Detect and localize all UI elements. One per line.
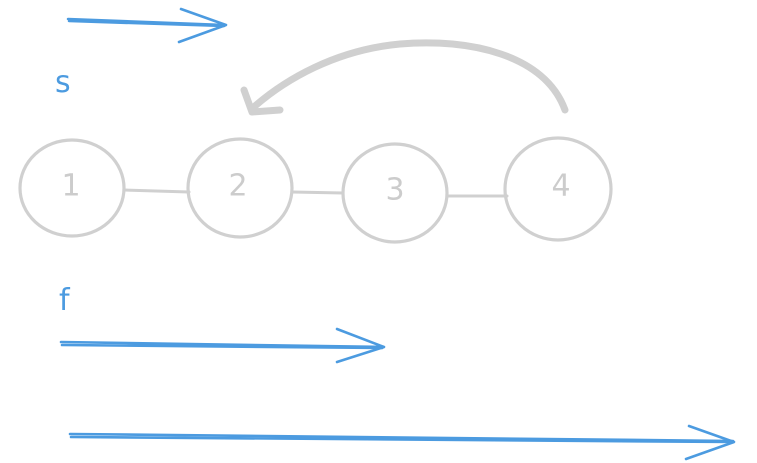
middle-arrow (59, 327, 386, 364)
bottom-arrow (68, 424, 736, 461)
cycle-back-arrow (240, 39, 569, 116)
node-1-label: 1 (61, 169, 80, 204)
edge-1-2 (122, 188, 191, 194)
edge-2-3 (290, 190, 345, 195)
node-3: 3 (341, 142, 449, 244)
node-4-label: 4 (551, 169, 570, 204)
node-2: 2 (186, 137, 294, 239)
node-3-label: 3 (385, 173, 404, 208)
slow-pointer-label: s (55, 65, 71, 100)
node-2-label: 2 (228, 169, 247, 204)
fast-pointer-label: f (59, 283, 71, 318)
node-1: 1 (18, 138, 126, 238)
node-4: 4 (503, 136, 613, 242)
top-arrow (66, 7, 228, 44)
